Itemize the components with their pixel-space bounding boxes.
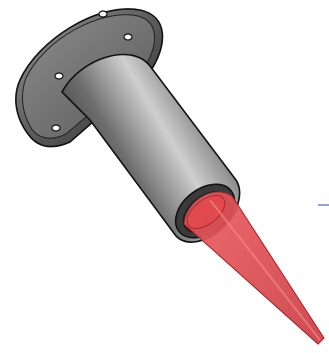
- bolt-hole-icon: [124, 34, 132, 40]
- bolt-hole-icon: [52, 125, 60, 131]
- bolt-hole-icon: [55, 73, 63, 79]
- bolt-hole-icon: [99, 11, 107, 17]
- laser-beam: [181, 189, 324, 344]
